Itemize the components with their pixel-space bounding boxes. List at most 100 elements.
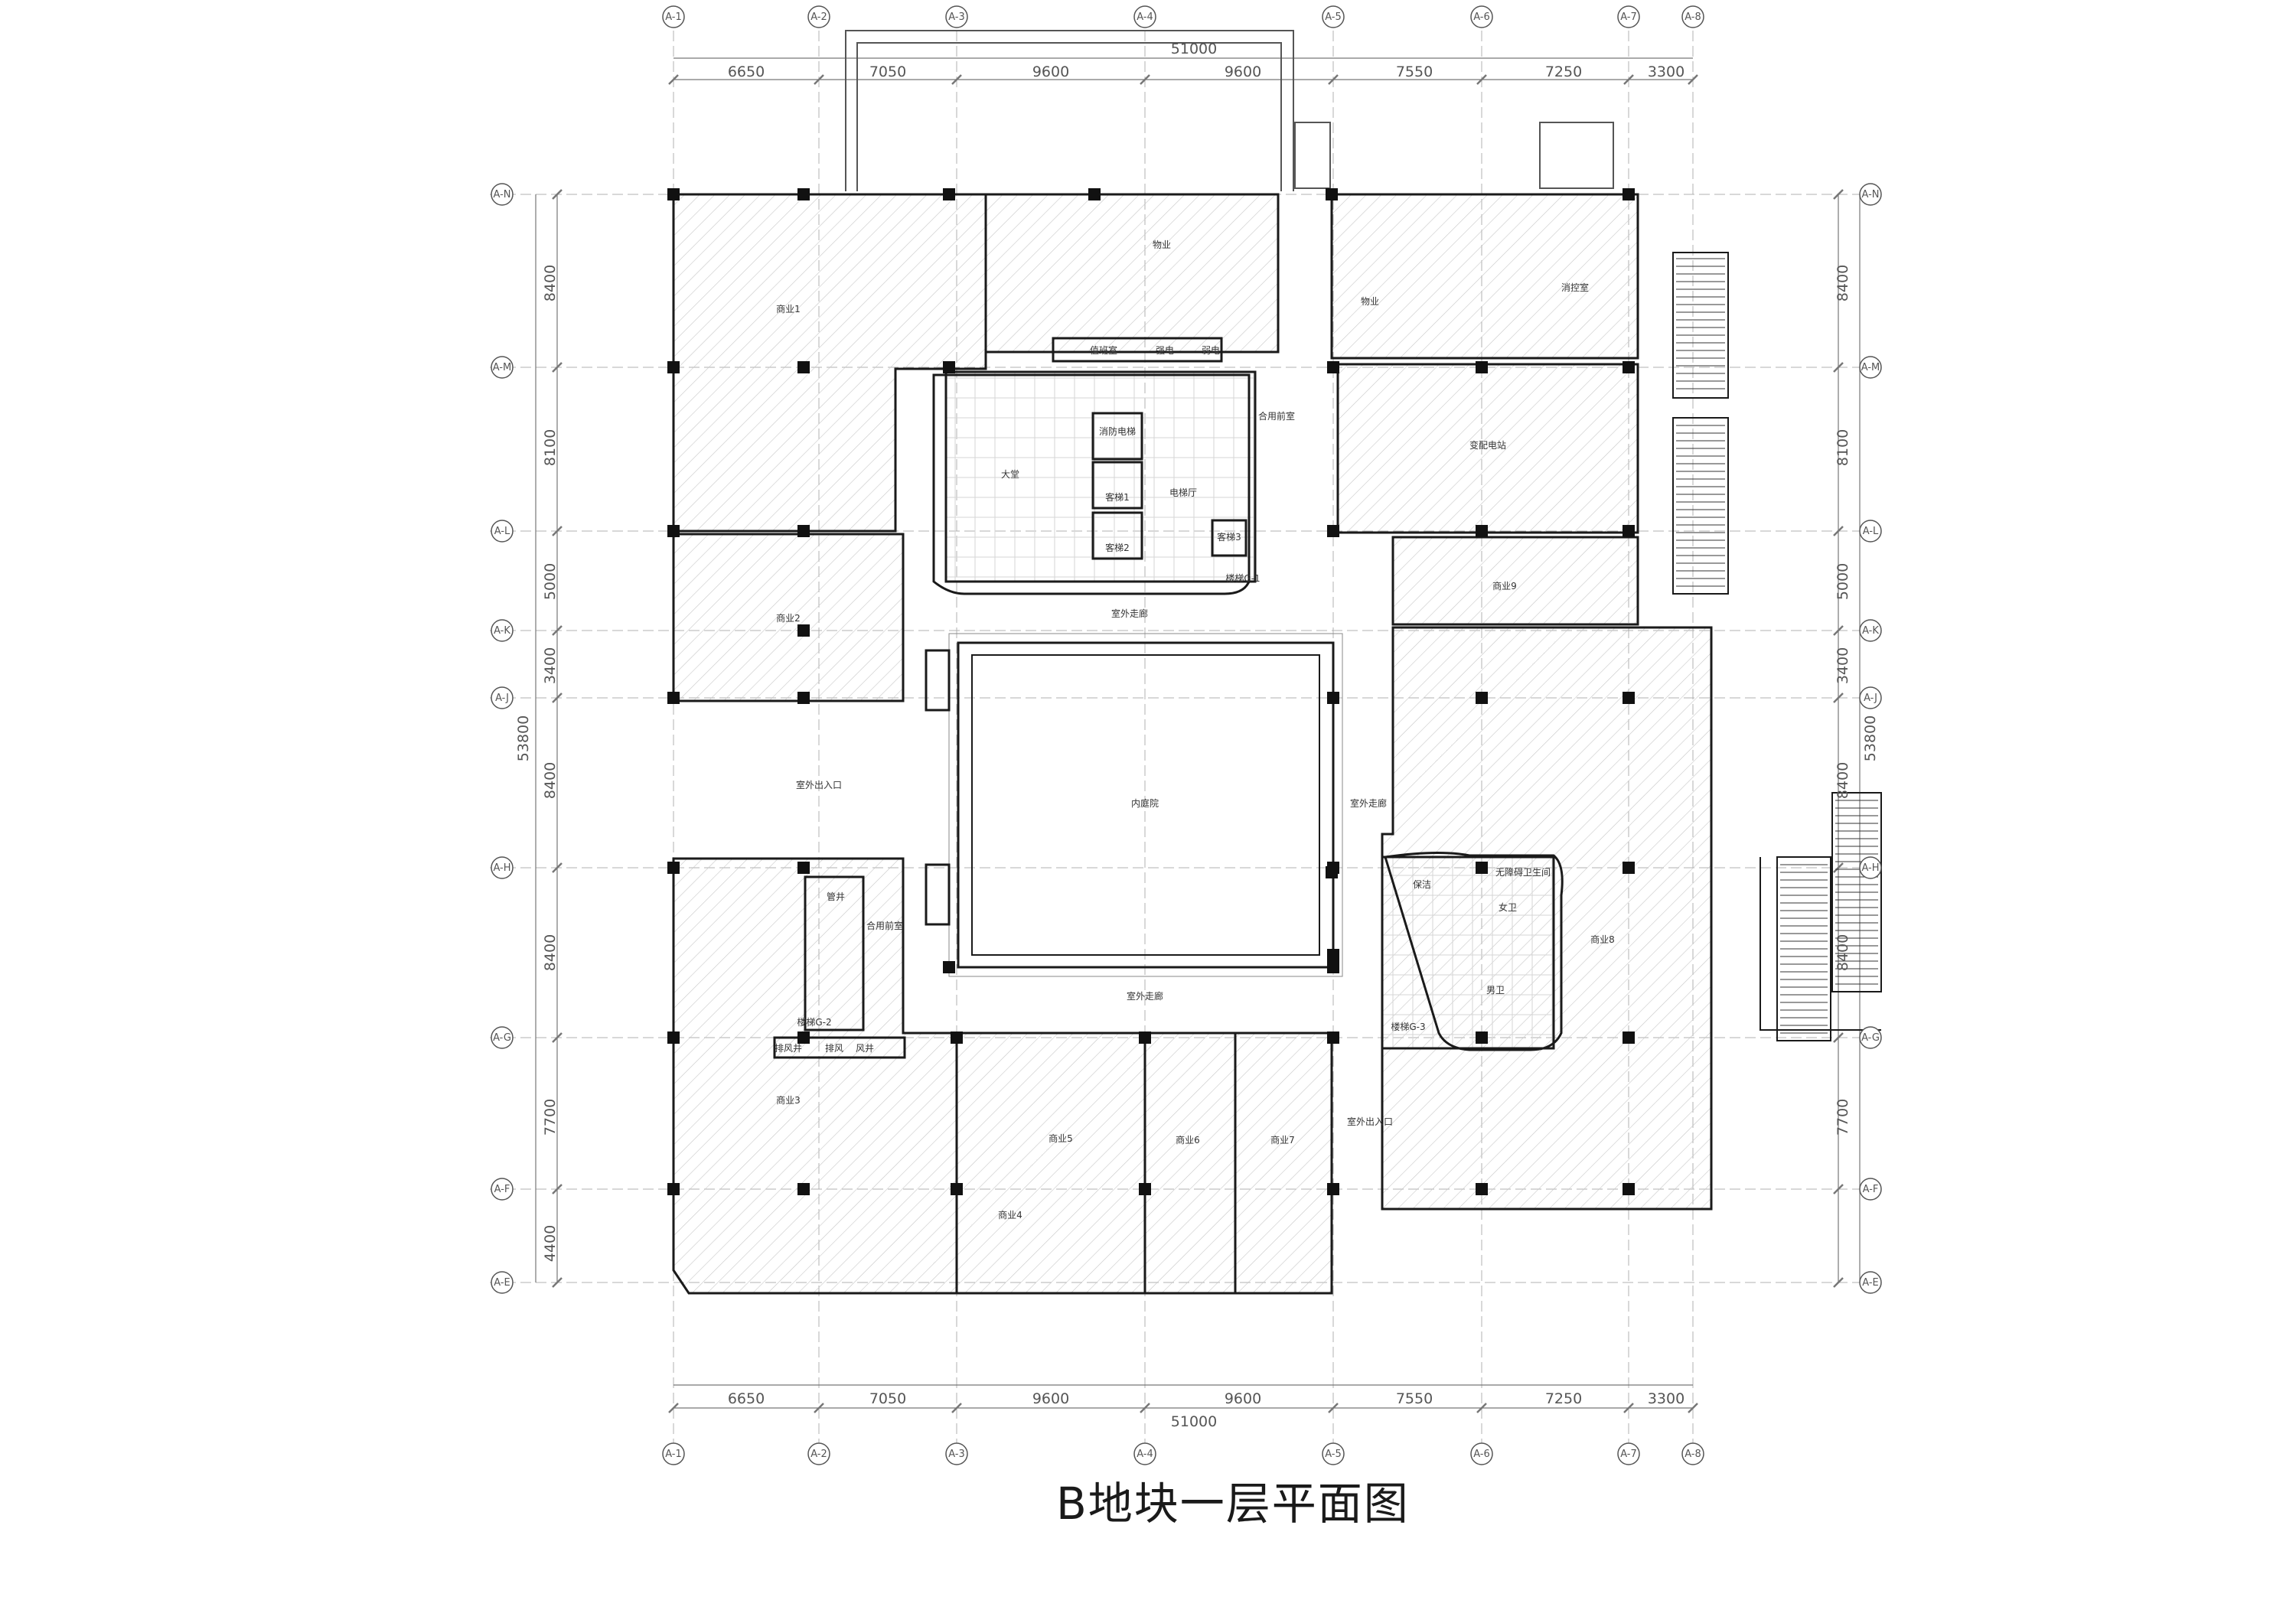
dimension-tick	[552, 862, 563, 873]
dimension-tick	[552, 1032, 563, 1043]
dim-bottom-seg: 3300	[1648, 1390, 1684, 1407]
room-label-courtyard: 内庭院	[1131, 797, 1159, 809]
structural-column	[1327, 1183, 1339, 1195]
svg-text:A-4: A-4	[1137, 11, 1153, 23]
svg-text:A-L: A-L	[1863, 526, 1879, 537]
axis-bubble: A-5	[1322, 5, 1345, 28]
dimension-tick	[1833, 1277, 1844, 1288]
structural-column	[1327, 949, 1339, 961]
axis-bubble: A-F	[491, 1178, 514, 1201]
axis-bubble: A-7	[1617, 5, 1640, 28]
room-label-smoke: 排风	[825, 1043, 843, 1054]
dimension-tick	[552, 625, 563, 636]
axis-bubble: A-F	[1859, 1178, 1882, 1201]
structural-column	[797, 361, 810, 373]
dim-bottom-seg: 7550	[1396, 1390, 1433, 1407]
structural-column	[1623, 361, 1635, 373]
dimension-tick	[1476, 1403, 1487, 1413]
room-label-elevator: 客梯3	[1217, 531, 1241, 543]
structural-column	[1327, 692, 1339, 704]
axis-bubble: A-N	[1859, 183, 1882, 206]
structural-column	[797, 525, 810, 537]
svg-text:A-H: A-H	[493, 862, 510, 874]
axis-bubble: A-3	[945, 5, 968, 28]
structural-column	[1623, 1183, 1635, 1195]
structural-column	[1326, 188, 1338, 200]
dimension-tick	[552, 693, 563, 703]
structural-column	[667, 361, 680, 373]
room-label-elevator: 客梯1	[1105, 491, 1130, 503]
axis-bubble: A-H	[491, 856, 514, 879]
structural-column	[667, 692, 680, 704]
room-label-stair: 楼梯G-2	[797, 1016, 831, 1028]
dim-left-seg: 4400	[542, 1225, 559, 1262]
room-label-shop1: 商业1	[776, 303, 801, 314]
structural-column	[667, 1183, 680, 1195]
svg-text:A-1: A-1	[665, 11, 682, 23]
axis-bubble: A-K	[491, 619, 514, 642]
core-outlines	[773, 337, 1564, 1059]
room-label-outdoor-entry: 室外出入口	[1347, 1116, 1393, 1127]
axis-bubble: A-4	[1133, 5, 1156, 28]
dim-left-seg: 8400	[542, 762, 559, 799]
structural-column	[943, 961, 955, 973]
dim-top-overall: 51000	[1171, 41, 1217, 57]
dim-bottom-seg: 6650	[728, 1390, 765, 1407]
dimension-tick	[552, 1277, 563, 1288]
axis-bubble: A-E	[491, 1271, 514, 1294]
dim-left-seg: 8400	[542, 934, 559, 971]
room-label-accessible-toilet: 无障碍卫生间	[1495, 866, 1551, 878]
dim-bottom-seg: 7250	[1545, 1390, 1582, 1407]
structural-column	[951, 1031, 963, 1044]
svg-text:A-8: A-8	[1684, 1449, 1701, 1460]
structural-column	[943, 361, 955, 373]
dim-bottom-overall: 51000	[1171, 1413, 1217, 1430]
structural-column	[1088, 188, 1101, 200]
floor-areas	[672, 193, 1713, 1295]
axis-bubble: A-G	[1859, 1026, 1882, 1049]
dimension-tick	[1623, 74, 1634, 85]
svg-text:A-5: A-5	[1325, 11, 1342, 23]
drawing-title: B地块一层平面图	[1056, 1478, 1410, 1530]
structural-column	[951, 1183, 963, 1195]
room-label-fire-anteroom: 合用前室	[866, 920, 903, 931]
dim-right-seg: 7700	[1835, 1099, 1851, 1136]
structural-column	[1476, 361, 1488, 373]
dimension-tick	[668, 74, 679, 85]
svg-text:A-N: A-N	[1861, 189, 1879, 200]
axis-bubble: A-2	[807, 5, 830, 28]
svg-text:A-F: A-F	[1863, 1184, 1879, 1195]
axis-bubble: A-1	[662, 1442, 685, 1465]
structural-column	[1327, 361, 1339, 373]
dimension-tick	[1140, 74, 1150, 85]
structural-column	[1327, 525, 1339, 537]
svg-text:A-2: A-2	[810, 11, 827, 23]
dimension-tick	[951, 74, 962, 85]
dimension-tick	[1833, 693, 1844, 703]
svg-text:A-G: A-G	[493, 1032, 511, 1044]
structural-column	[667, 525, 680, 537]
structural-column	[797, 692, 810, 704]
room-label-pipe: 管井	[827, 891, 845, 902]
dimension-tick	[1833, 625, 1844, 636]
dimension-texts: 51000 51000 53800 53800 6650 7050 9600 9…	[515, 41, 1879, 1430]
structural-column	[667, 862, 680, 874]
structural-column	[797, 862, 810, 874]
room-label-outdoor-entry: 室外出入口	[796, 779, 842, 790]
dimension-tick	[552, 362, 563, 373]
room-label-toilet-m: 男卫	[1486, 985, 1505, 996]
dim-top-seg: 3300	[1648, 64, 1684, 80]
dimension-tick	[1833, 1184, 1844, 1194]
axis-bubble: A-6	[1470, 1442, 1493, 1465]
structural-columns	[667, 188, 1635, 1195]
room-label-exhaust: 排风井	[775, 1043, 802, 1054]
room-label-weak-elec: 弱电	[1202, 345, 1220, 356]
dim-right-seg: 8400	[1835, 265, 1851, 301]
svg-text:A-J: A-J	[1864, 693, 1877, 704]
dimension-chains	[535, 57, 1861, 1413]
exterior-stairs	[1672, 252, 1882, 1041]
room-label-stair: 楼梯G-3	[1391, 1021, 1425, 1032]
axis-bubble: A-3	[945, 1442, 968, 1465]
axis-bubble: A-M	[491, 356, 514, 379]
axis-bubble: A-8	[1681, 1442, 1704, 1465]
